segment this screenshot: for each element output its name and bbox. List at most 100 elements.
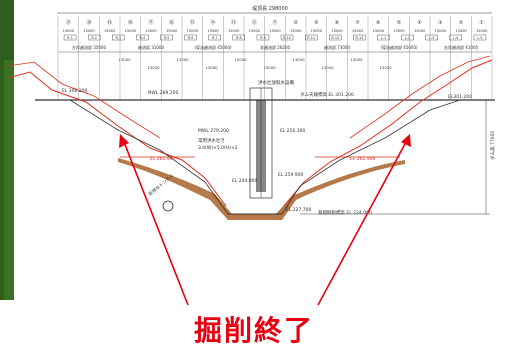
block-width: 15000: [166, 29, 178, 33]
row2-width: 13000: [379, 65, 392, 70]
block-number: ③: [438, 20, 442, 26]
block-width: 15000: [125, 29, 137, 33]
tunnel-circle: [162, 200, 174, 212]
block-width: 15000: [83, 29, 95, 33]
block-tag: L-4: [453, 36, 458, 40]
el-crest-left: EL 306.200: [62, 88, 88, 94]
section-label: 非越流部 26200: [260, 44, 290, 50]
height-note: ダム高 77000: [489, 131, 496, 160]
base-elevation: 基礎掘削標高 EL 224.000: [318, 209, 372, 216]
block-width: 15000: [290, 29, 302, 33]
excavation-right-outline: [283, 59, 493, 207]
block-tag: R-1: [67, 36, 73, 40]
intake-tower: [256, 100, 266, 192]
block-width: 15000: [207, 29, 219, 33]
block-tag: R-11: [307, 36, 315, 40]
block-number: ⑯: [169, 19, 174, 26]
block-tag-box: [353, 34, 366, 41]
block-tag: R-10: [283, 36, 291, 40]
block-number: ⑩: [293, 20, 298, 26]
block-width: 15000: [393, 29, 405, 33]
block-tag: R-4: [140, 36, 146, 40]
row2-width: 13000: [118, 57, 131, 62]
block-width: 15000: [249, 29, 261, 33]
block-width: 15000: [373, 29, 385, 33]
section-label: 左岸越流部 35000: [72, 44, 106, 50]
block-number: ④: [417, 20, 422, 26]
block-width: 15000: [311, 29, 323, 33]
block-number: ⑫: [252, 19, 257, 26]
block-tag-box: [63, 34, 77, 41]
block-tag-box: [401, 34, 414, 41]
block-tag: L-3: [429, 36, 434, 40]
arrow-left-head: [119, 134, 129, 148]
block-tag-box: [377, 34, 390, 41]
block-width: 15000: [104, 29, 116, 33]
block-number: ㉑: [66, 19, 71, 26]
block-number: ⑰: [148, 19, 153, 26]
block-tag-box: [208, 34, 221, 41]
el-mwl: MWL 279.200: [198, 128, 229, 134]
block-tag: L-2: [405, 36, 410, 40]
block-tag-box: [184, 34, 197, 41]
vegetation-strip-shade: [4, 60, 14, 300]
block-tag-box: [473, 34, 487, 41]
el-mid3: EL 259.900: [278, 172, 304, 178]
gate-note: 洪水吐放: [258, 79, 276, 86]
block-number: ①: [479, 20, 484, 26]
excavation-right-outline-2: [349, 55, 491, 139]
intake-note: 取水設備: [276, 79, 294, 86]
el-mid2: EL 244.000: [232, 178, 258, 184]
el-left-red: EL 262.900: [150, 156, 176, 162]
block-tag-box: [304, 34, 318, 41]
block-width: 15000: [352, 29, 364, 33]
block-width: 15000: [228, 29, 240, 33]
block-number: ⑨: [314, 20, 318, 26]
block-number: ⑭: [210, 19, 215, 26]
excavation-left-outline-2: [7, 61, 161, 139]
block-tag-box: [160, 34, 173, 41]
block-number: ⑤: [397, 20, 401, 26]
row2-width: 15000: [263, 65, 276, 70]
el-crest-right: EL301.200: [448, 94, 472, 100]
block-lines: [57, 16, 493, 100]
row2-width: 13000: [205, 65, 218, 70]
row2-width: 13000: [147, 65, 160, 70]
block-tag-box: [425, 34, 438, 41]
el-crest-center: ダム天端標高 EL 301.200: [300, 91, 354, 98]
top-length-text: 堤頂長 298000: [252, 5, 288, 12]
row2-width: 15000: [234, 57, 247, 62]
arrow-left-shaft: [123, 141, 189, 306]
block-tag-box: [136, 34, 149, 41]
section-label: 越流部 31000: [138, 44, 164, 50]
block-width: 15000: [331, 29, 343, 33]
dam-body-outline: [69, 99, 461, 215]
block-width: 15000: [145, 29, 157, 33]
block-tag-box: [87, 34, 101, 41]
block-tag: R-13: [356, 36, 364, 40]
block-tag: R-7: [212, 36, 218, 40]
second-dimension-row: 1300013000130001300015000150001300013000…: [118, 57, 392, 70]
block-number: ⑲: [107, 19, 112, 26]
block-tag: R-12: [331, 36, 339, 40]
row2-width: 13000: [292, 57, 305, 62]
block-tag: L-1: [381, 36, 386, 40]
block-number: ⑳: [86, 19, 91, 26]
block-tag: R-5: [164, 36, 170, 40]
block-tag: R-2: [91, 36, 97, 40]
block-tag-box: [280, 34, 294, 41]
block-tag-box: [232, 34, 246, 41]
section-label: 右岸越流部 41000: [444, 44, 478, 50]
section-label: 越流部 73000: [324, 44, 350, 50]
block-width: 15000: [476, 29, 488, 33]
block-tag-box: [256, 34, 270, 41]
block-number: ②: [459, 20, 464, 26]
block-width: 15000: [414, 29, 426, 33]
arrow-right-head: [401, 134, 411, 147]
block-number: ⑱: [128, 19, 133, 26]
block-width: 15000: [269, 29, 281, 33]
block-tag: R-6: [188, 36, 194, 40]
